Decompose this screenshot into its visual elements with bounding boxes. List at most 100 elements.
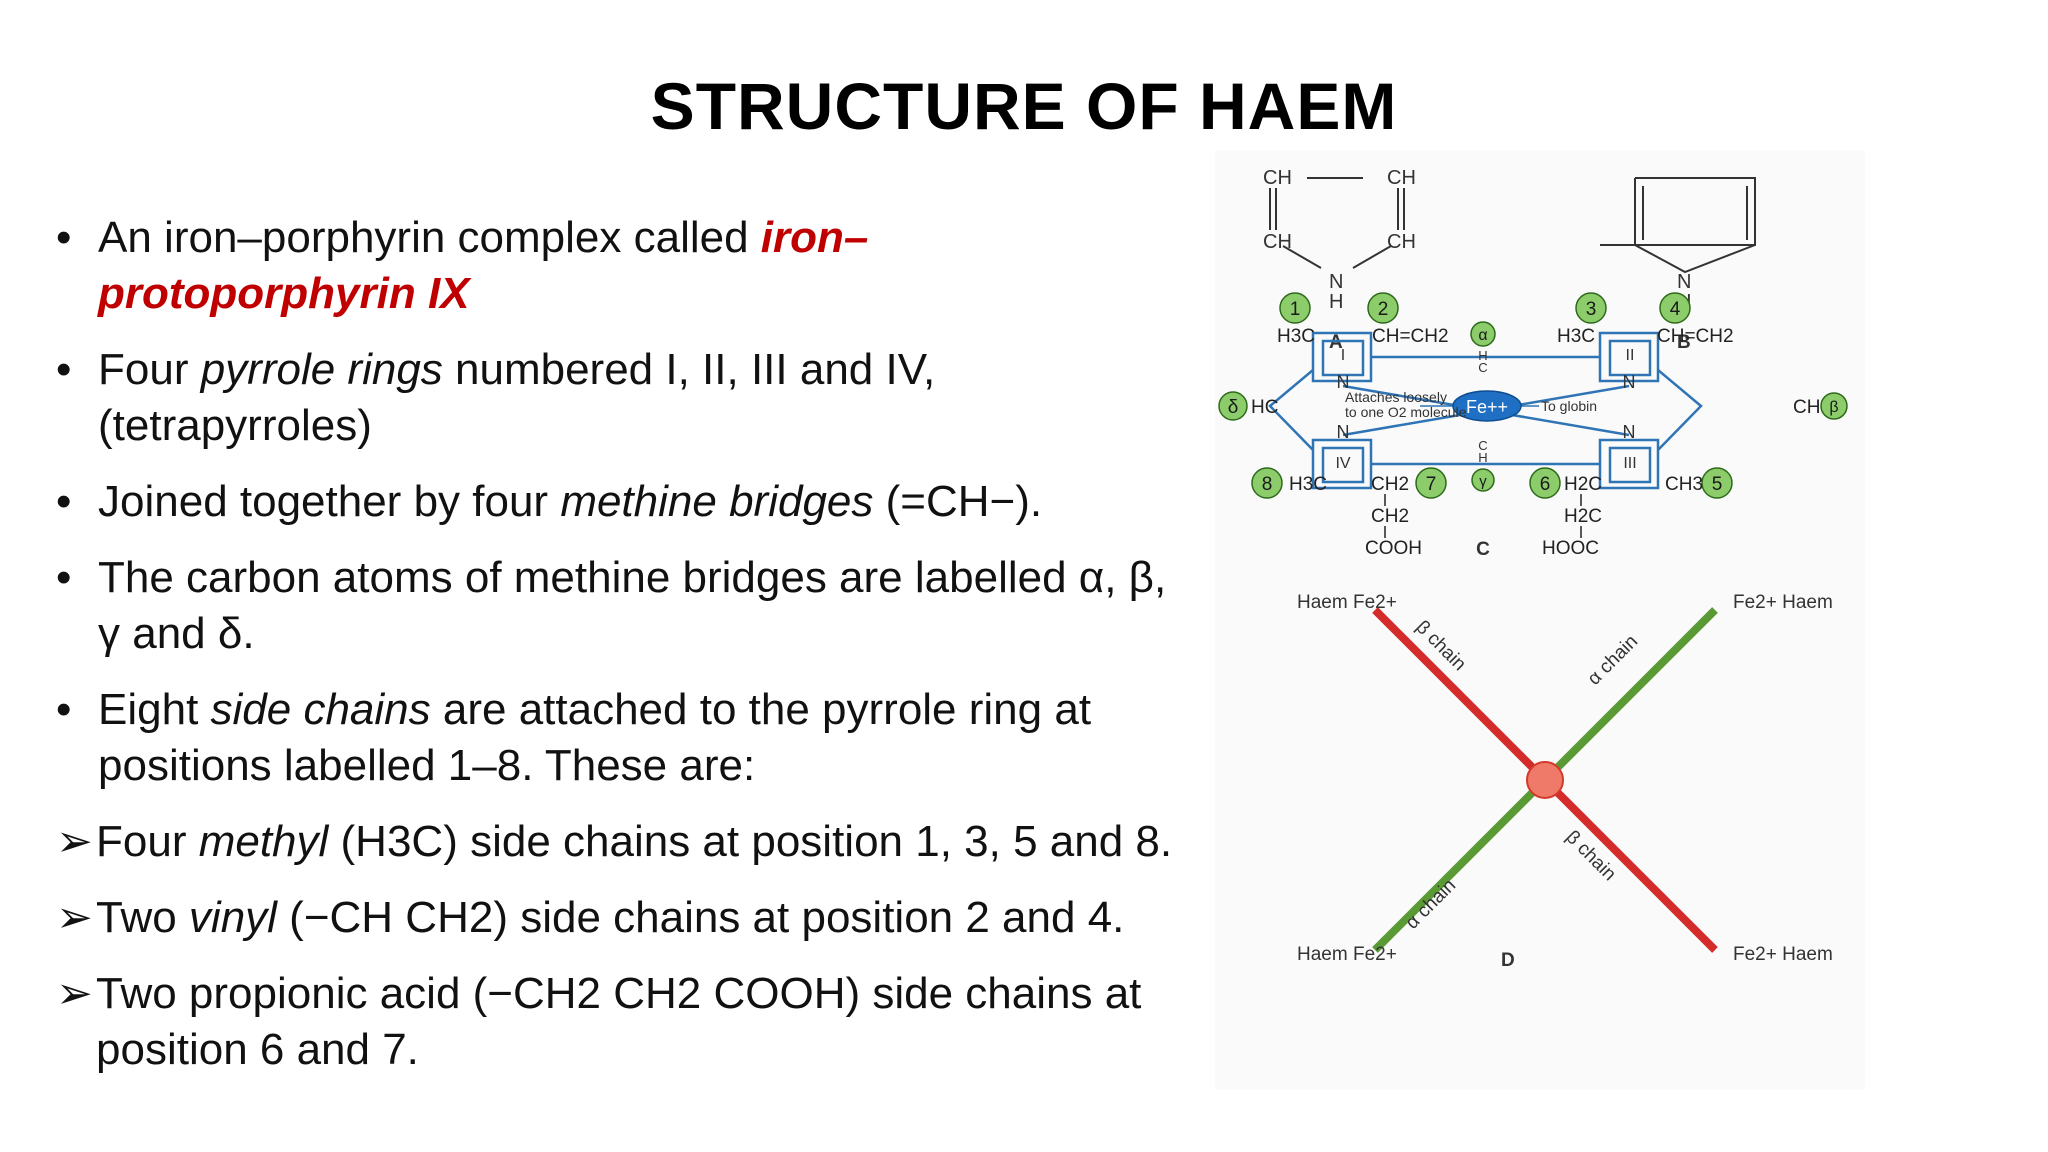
bullet-emphasis: side chains (210, 685, 431, 734)
vinyl-label: CH=CH2 (1372, 326, 1449, 347)
bullet-text: Eight (98, 685, 211, 734)
beta-bridge (1657, 369, 1703, 451)
ring-numeral-iv: IV (1335, 455, 1350, 472)
badge-4 (1659, 292, 1691, 324)
ch2-label: CH2 (1371, 506, 1409, 527)
o2-note-line-2: to one O2 molecule (1345, 404, 1467, 420)
ring-numeral-iii: III (1623, 455, 1636, 472)
nitrogen-label: N (1337, 422, 1350, 442)
position-8: 8 (1262, 474, 1273, 495)
methyl-label: H3C (1557, 326, 1595, 347)
h2c-label: H2C (1564, 474, 1602, 495)
ring-outline (1600, 177, 1756, 246)
propionate-bonds (1384, 494, 1582, 538)
methine-ch: CH (1793, 397, 1820, 418)
atom-label: CH (1263, 231, 1292, 253)
nitrogen-label: N (1337, 372, 1350, 392)
badge-delta (1218, 391, 1248, 421)
greek-gamma: γ (1479, 473, 1487, 490)
greek-delta: δ (1228, 397, 1239, 418)
bullet-text: Four (96, 817, 199, 866)
atom-label: N (1677, 271, 1691, 293)
badge-5 (1701, 467, 1733, 499)
alpha-chain-label: α chain (1402, 875, 1460, 933)
ring-numeral-i: I (1341, 347, 1345, 364)
bullet-text-tail: (=CH−). (873, 477, 1043, 526)
haem-structure-figure: CH CH CH CH N H A N H B (1215, 150, 1865, 1090)
atom-label: N (1329, 271, 1343, 293)
arrow-marker: ➢ (56, 893, 93, 942)
badge-1 (1279, 292, 1311, 324)
bridge-atom-label: H (1478, 450, 1487, 465)
bullet-methine-bridges: • Joined together by four methine bridge… (56, 474, 1186, 530)
ring-ii-inner (1608, 339, 1652, 377)
haem-fe-label: Haem Fe2+ (1297, 944, 1397, 965)
nitrogen-label: N (1623, 422, 1636, 442)
bridge-atom-label: C (1478, 438, 1487, 453)
nitrogen-label: N (1623, 372, 1636, 392)
panel-d-hemoglobin: Haem Fe2+ Fe2+ Haem Haem Fe2+ Fe2+ Haem … (1297, 592, 1833, 971)
o2-note-line-1: Attaches loosely (1345, 389, 1447, 405)
greek-alpha: α (1478, 327, 1487, 344)
bullet-text: An iron–porphyrin complex called (98, 213, 761, 262)
bullet-text: Two (96, 893, 189, 942)
haem-fe-label: Haem Fe2+ (1297, 592, 1397, 613)
fe-haem-label: Fe2+ Haem (1733, 592, 1833, 613)
bullet-side-chains: • Eight side chains are attached to the … (56, 682, 1186, 794)
panel-label: A (1329, 332, 1343, 353)
delta-bridge (1268, 369, 1314, 451)
badge-gamma (1471, 468, 1495, 492)
bullet-marker: • (56, 553, 72, 602)
alpha-chain-label: α chain (1584, 631, 1642, 689)
bullet-marker: • (56, 213, 72, 262)
position-3: 3 (1586, 299, 1597, 320)
atom-label: H (1329, 291, 1343, 313)
bond (1282, 245, 1322, 269)
methine-hc: HC (1251, 397, 1278, 418)
position-1: 1 (1290, 299, 1301, 320)
ring-iv-inner (1321, 446, 1365, 484)
ch2-label: CH2 (1371, 474, 1409, 495)
slide-title: STRUCTURE OF HAEM (650, 69, 1398, 143)
ring-iii-inner (1608, 446, 1652, 484)
badge-3 (1575, 292, 1607, 324)
position-5: 5 (1712, 474, 1723, 495)
panel-label: C (1476, 539, 1490, 560)
beta-chain-label: β chain (1561, 827, 1619, 885)
bullet-carbon-labels: • The carbon atoms of methine bridges ar… (56, 550, 1186, 662)
center-node (1526, 761, 1564, 799)
arrow-marker: ➢ (56, 817, 93, 866)
beta-chain-label: β chain (1411, 617, 1469, 675)
bullet-marker: • (56, 477, 72, 526)
bullet-pyrrole-rings: • Four pyrrole rings numbered I, II, III… (56, 342, 1186, 454)
bullet-emphasis: pyrrole rings (200, 345, 443, 394)
bullet-text-tail: (H3C) side chains at position 1, 3, 5 an… (328, 817, 1173, 866)
badge-8 (1251, 467, 1283, 499)
bullet-text: The carbon atoms of methine bridges are … (98, 553, 1167, 658)
haem-diagram: CH CH CH CH N H A N H B (1218, 167, 1848, 971)
iron-label: Fe++ (1466, 397, 1508, 417)
subbullet-vinyl: ➢ Two vinyl (−CH CH2) side chains at pos… (56, 890, 1186, 946)
methyl-label: CH3 (1665, 474, 1703, 495)
bridge-atom-label: C (1478, 360, 1487, 375)
atom-label: CH (1263, 167, 1292, 189)
carboxyl-label: COOH (1365, 538, 1422, 559)
bullet-text-tail: numbered I, II, III and IV, (tetrapyrrol… (98, 345, 936, 450)
bullet-iron-porphyrin: • An iron–porphyrin complex called iron–… (56, 210, 1186, 322)
panel-c-porphyrin: δ 1 2 3 4 α β γ 8 7 6 5 (1218, 292, 1848, 560)
bullet-marker: • (56, 685, 72, 734)
position-6: 6 (1540, 474, 1551, 495)
bullet-emphasis: methine bridges (560, 477, 874, 526)
fe-haem-label: Fe2+ Haem (1733, 944, 1833, 965)
position-7: 7 (1426, 474, 1437, 495)
atom-label: CH (1387, 231, 1416, 253)
bullet-text: Joined together by four (98, 477, 561, 526)
arrow-marker: ➢ (56, 969, 93, 1018)
subbullet-methyl: ➢ Four methyl (H3C) side chains at posit… (56, 814, 1186, 870)
bond (1352, 245, 1392, 269)
position-2: 2 (1378, 299, 1389, 320)
atom-label: CH (1387, 167, 1416, 189)
iron-atom (1452, 390, 1522, 422)
methyl-label: H3C (1277, 326, 1315, 347)
